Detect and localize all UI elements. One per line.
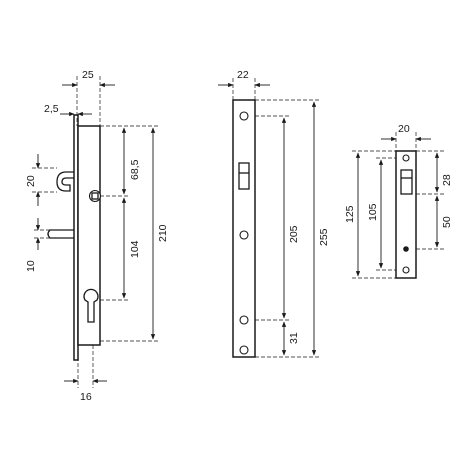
lock-1: 25 2,5 20 10 68,5 104 210 [25, 69, 169, 403]
lock-2-latch-slot [238, 162, 250, 190]
lock-3-top-offset-label: 28 [441, 174, 453, 186]
lock-3: 20 125 105 28 50 [344, 123, 453, 279]
lock-3-width-label: 20 [398, 123, 410, 135]
lock-3-hole-bottom [402, 266, 410, 274]
lock-2-total-height-label: 255 [318, 228, 330, 246]
lock-2-hole-span-label: 205 [288, 225, 300, 243]
lock-1-latch-height-label: 10 [25, 260, 37, 272]
lock-3-total-height-label: 125 [344, 205, 356, 223]
lock-2-hole-top [239, 111, 249, 121]
lock-3-latch-slot [400, 169, 413, 195]
lock-3-hole-span-label: 105 [367, 203, 379, 221]
lock-2-hole-middle [239, 230, 249, 240]
lock-2-width-label: 22 [237, 69, 249, 81]
lock-2-bottom-offset-label: 31 [288, 332, 300, 344]
lock-1-spindle-ring [88, 189, 102, 203]
lock-2: 22 205 31 255 [218, 69, 330, 358]
lock-1-latch-bolt [47, 229, 74, 239]
lock-1-cylinder-hole [83, 288, 99, 323]
lock-3-screw-dot [403, 246, 409, 252]
lock-1-flange-label: 2,5 [44, 103, 59, 115]
lock-2-hole-bottom [239, 345, 249, 355]
lock-1-spindle-to-cylinder-label: 104 [129, 240, 141, 258]
lock-2-hole-lower [239, 315, 249, 325]
lock-3-hole-top [402, 154, 410, 162]
lock-3-lower-offset-label: 50 [441, 216, 453, 228]
lock-1-bottom-width-label: 16 [80, 391, 92, 403]
lock-1-spindle-square [91, 192, 99, 200]
lock-1-total-height-label: 210 [157, 224, 169, 242]
lock-1-top-to-spindle-label: 68,5 [129, 159, 141, 180]
lock-1-width-label: 25 [82, 69, 94, 81]
lock-1-body [77, 125, 101, 346]
lock-1-hook-height-label: 20 [25, 175, 37, 187]
lock-1-hook-bolt [56, 171, 74, 192]
